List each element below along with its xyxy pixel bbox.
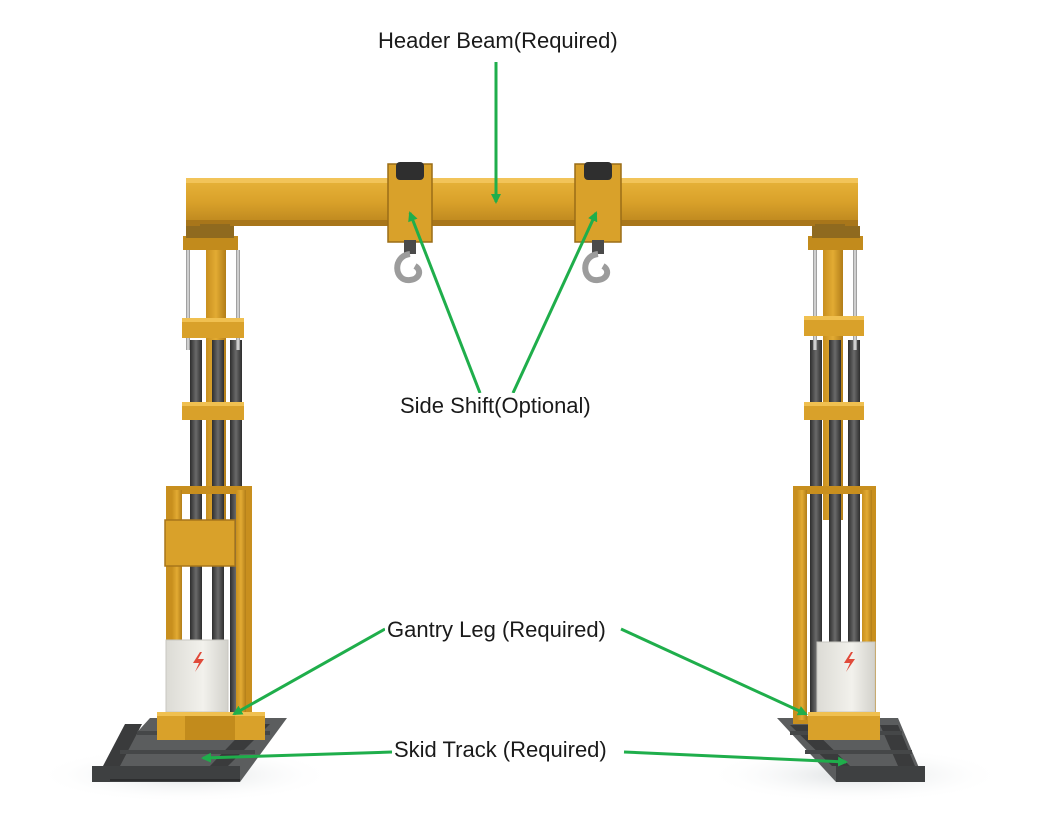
header-beam-label: Header Beam(Required) <box>376 28 620 54</box>
gantry-leg-left <box>157 226 265 740</box>
side-shift-trolley-right <box>574 162 622 283</box>
annotation-arrows <box>201 62 848 767</box>
arrow-gantry-leg-left <box>232 627 386 716</box>
lightning-bolt-icon <box>193 652 204 672</box>
lightning-bolt-icon <box>844 652 855 672</box>
gantry-leg-right <box>793 226 880 740</box>
arrow-side-shift-left <box>408 211 482 394</box>
skid-track-label: Skid Track (Required) <box>392 737 609 763</box>
arrow-side-shift-right <box>511 211 598 394</box>
side-shift-label: Side Shift(Optional) <box>398 393 593 419</box>
side-shift-trolley-left <box>387 162 433 283</box>
gantry-leg-label: Gantry Leg (Required) <box>385 617 608 643</box>
arrow-skid-track-right <box>623 750 848 767</box>
header-beam <box>186 178 858 230</box>
arrow-gantry-leg-right <box>620 627 808 716</box>
arrow-skid-track-left <box>201 750 393 763</box>
